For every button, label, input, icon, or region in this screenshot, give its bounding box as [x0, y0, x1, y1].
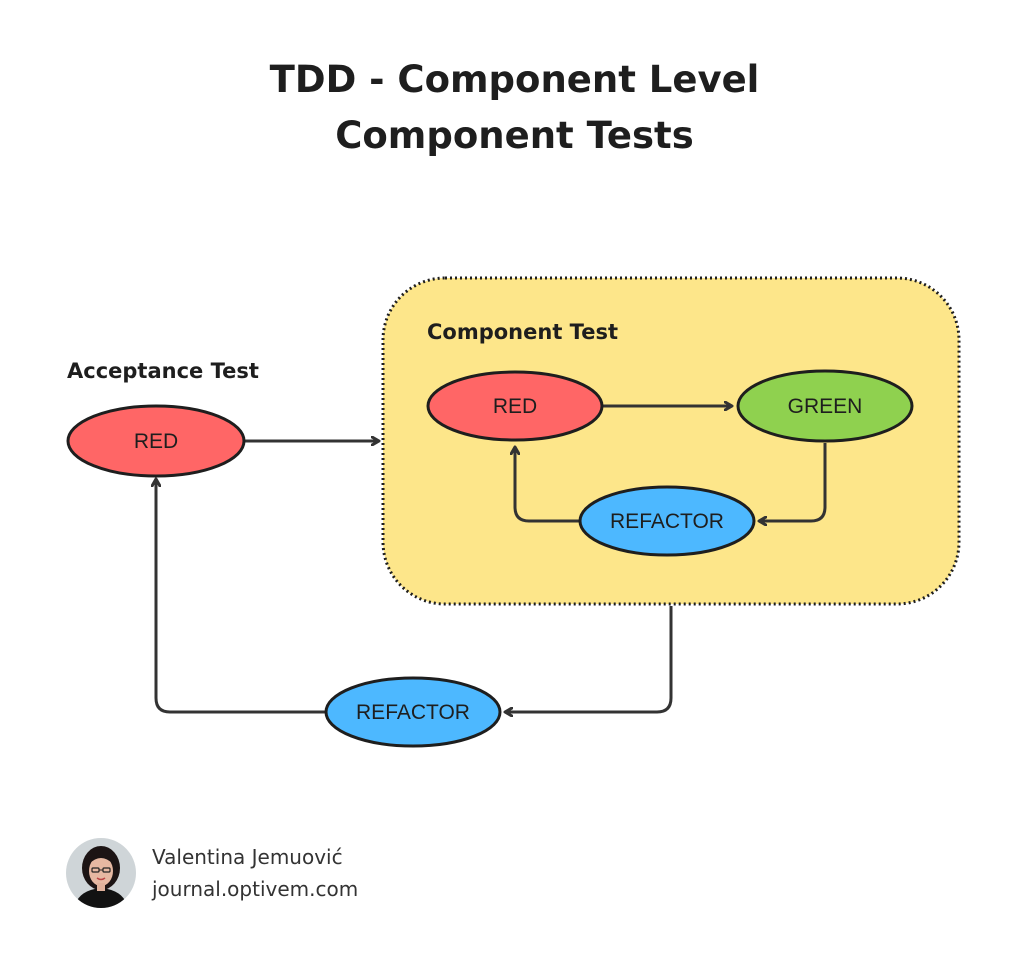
arrow-component-to-acceptance-refactor [506, 606, 673, 712]
acceptance-refactor-node: REFACTOR [324, 676, 502, 748]
author-name: Valentina Jemuović [152, 845, 343, 869]
component-test-box [381, 276, 961, 606]
arrow-component-refactor-to-red [515, 448, 580, 523]
arrow-green-to-component-refactor [760, 443, 827, 521]
component-refactor-node: REFACTOR [578, 485, 756, 557]
component-green-label: GREEN [788, 395, 863, 418]
component-refactor-label: REFACTOR [610, 510, 724, 533]
title-line-2: Component Tests [335, 114, 694, 157]
portrait-image [66, 838, 136, 908]
component-red-node: RED [426, 370, 604, 442]
arrow-acceptance-refactor-to-red [156, 480, 326, 714]
component-test-label: Component Test [427, 320, 618, 344]
author-avatar [66, 838, 136, 908]
acceptance-red-node: RED [66, 404, 246, 478]
acceptance-refactor-label: REFACTOR [356, 701, 470, 724]
component-green-node: GREEN [736, 369, 914, 443]
author-site: journal.optivem.com [152, 877, 359, 901]
component-red-label: RED [493, 395, 537, 418]
acceptance-test-label: Acceptance Test [67, 359, 259, 383]
acceptance-red-label: RED [134, 430, 178, 453]
diagram-title: TDD - Component Level Component Tests [0, 52, 1029, 164]
author-block: Valentina Jemuović journal.optivem.com [66, 838, 358, 908]
title-line-1: TDD - Component Level [269, 58, 760, 101]
